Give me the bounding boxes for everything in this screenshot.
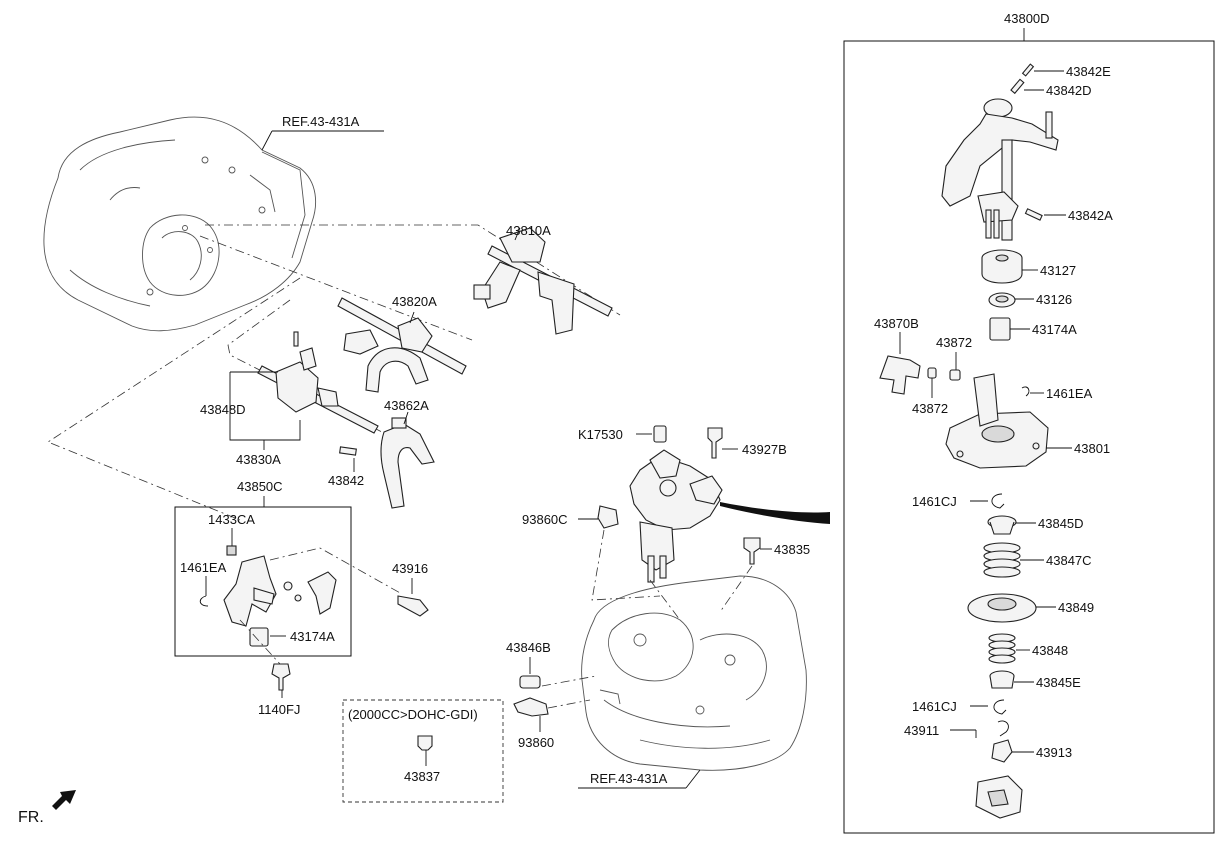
label-43837: 43837 [404, 769, 440, 784]
spring-43848 [988, 633, 1016, 664]
cable-shadow [720, 502, 830, 524]
label-43927B: 43927B [742, 442, 787, 457]
part-1433CA [226, 545, 237, 556]
plug-43835 [743, 537, 761, 565]
label-43801: 43801 [1074, 441, 1110, 456]
ref-bottom-label: REF.43-431A [590, 771, 668, 786]
guide-block [975, 775, 1023, 819]
shift-lever-assembly [941, 98, 1059, 241]
label-43848: 43848 [1032, 643, 1068, 658]
control-base-43801 [945, 373, 1049, 469]
label-1461EA-right: 1461EA [1046, 386, 1093, 401]
label-1461EA-left: 1461EA [180, 560, 227, 575]
label-43845E: 43845E [1036, 675, 1081, 690]
label-1433CA: 1433CA [208, 512, 255, 527]
transaxle-housing-bottom [581, 575, 807, 771]
label-43835: 43835 [774, 542, 810, 557]
label-93860: 93860 [518, 735, 554, 750]
bushing-43872-a [949, 369, 961, 381]
bolt-1140FJ [271, 663, 291, 691]
pin-43842E [1021, 63, 1035, 77]
label-43849: 43849 [1058, 600, 1094, 615]
seat-43845D [987, 515, 1017, 535]
variant-box [342, 699, 504, 803]
transaxle-housing-top [43, 116, 317, 332]
label-K17530: K17530 [578, 427, 623, 442]
label-43848D: 43848D [200, 402, 246, 417]
clip-1461CJ-bottom [993, 699, 1007, 715]
switch-93860 [513, 697, 549, 717]
label-43847C: 43847C [1046, 553, 1092, 568]
bushing-43872-b [927, 367, 937, 379]
shift-rail-43830A [257, 331, 379, 434]
shift-fork-43862A [339, 417, 435, 509]
damper-43127 [981, 249, 1023, 284]
label-43800D: 43800D [1004, 11, 1050, 26]
assembly-box-43850C [174, 506, 352, 657]
control-housing-assembly [629, 449, 723, 583]
label-43846B: 43846B [506, 640, 551, 655]
label-43850C: 43850C [237, 479, 283, 494]
label-1461CJ-bottom: 1461CJ [912, 699, 957, 714]
pin-43842D [1010, 78, 1025, 95]
label-43842: 43842 [328, 473, 364, 488]
label-1140FJ: 1140FJ [258, 702, 300, 717]
label-43174A-left: 43174A [290, 629, 335, 644]
label-43842E: 43842E [1066, 64, 1111, 79]
bracket-43870B [879, 355, 921, 395]
label-43845D: 43845D [1038, 516, 1084, 531]
axis-line-4 [47, 277, 301, 521]
clip-1461EA-left [199, 595, 209, 607]
shift-rail-43820A [337, 297, 467, 393]
label-43872-bottom: 43872 [912, 401, 948, 416]
label-43916: 43916 [392, 561, 428, 576]
label-43174A-right: 43174A [1032, 322, 1077, 337]
plug-43837 [417, 735, 433, 751]
sensor-93860C [597, 505, 619, 529]
label-43862A: 43862A [384, 398, 429, 413]
label-43872-top: 43872 [936, 335, 972, 350]
shift-rail-43810A [473, 227, 613, 335]
label-43830A: 43830A [236, 452, 281, 467]
part-K17530 [653, 425, 667, 443]
label-1461CJ-top: 1461CJ [912, 494, 957, 509]
label-43911: 43911 [904, 723, 939, 738]
boot-43849 [967, 593, 1037, 623]
plug-43846B [519, 675, 541, 689]
label-43870B: 43870B [874, 316, 919, 331]
cam-43913 [991, 739, 1013, 763]
select-lever-assembly [223, 555, 337, 627]
axis-line-2 [199, 235, 473, 341]
bolt-43927B [707, 427, 723, 459]
spring-43911 [997, 720, 1009, 737]
seat-43845E [989, 670, 1015, 689]
variant-note: (2000CC>DOHC-GDI) [348, 707, 478, 722]
label-93860C: 93860C [522, 512, 568, 527]
ref-top-pointer [261, 130, 273, 151]
label-43126: 43126 [1036, 292, 1072, 307]
clip-1461CJ-top [991, 493, 1005, 509]
bolt-43916 [397, 595, 429, 617]
pin-43842A [1024, 208, 1043, 221]
assembly-box-43800D [843, 40, 1215, 834]
label-43913: 43913 [1036, 745, 1072, 760]
clip-1461EA-right [1021, 386, 1030, 397]
bushing-43174A-left [249, 627, 269, 647]
spring-43847C [983, 542, 1021, 578]
label-43810A: 43810A [506, 223, 551, 238]
ref-top-label: REF.43-431A [282, 114, 360, 129]
label-43820A: 43820A [392, 294, 437, 309]
bushing-43174A-right [989, 317, 1011, 341]
front-arrow-icon [52, 790, 76, 810]
label-43842A: 43842A [1068, 208, 1113, 223]
front-label: FR. [18, 809, 44, 826]
bushing-43126 [988, 292, 1016, 308]
label-43127: 43127 [1040, 263, 1076, 278]
label-43842D: 43842D [1046, 83, 1092, 98]
